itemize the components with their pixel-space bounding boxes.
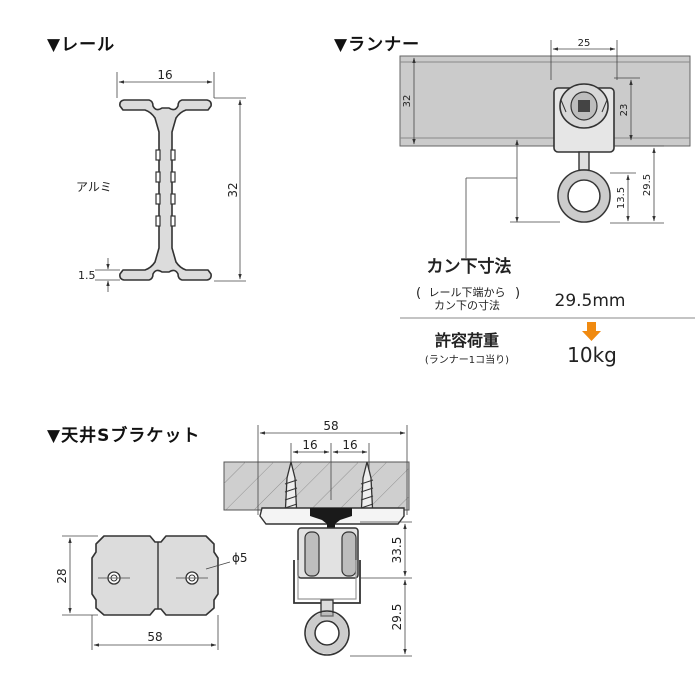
kan-note-line1: レール下端から: [429, 286, 506, 299]
rail-height-label: 32: [226, 182, 240, 197]
runner-section-title: ▼ランナー: [334, 35, 421, 55]
rail-profile: [119, 99, 212, 281]
plate-width-label: 58: [147, 630, 162, 644]
plate-height-label: 28: [55, 568, 69, 583]
bracket-screw-left-label: 16: [302, 438, 317, 452]
runner-rail-height-label: 32: [402, 95, 413, 108]
load-note: (ランナー1コ当り): [425, 353, 509, 366]
bracket-top-drawing: ϕ5 28 58: [55, 535, 248, 650]
svg-text:): ): [515, 286, 520, 301]
load-value: 10kg: [567, 343, 617, 367]
bracket-side-drawing: 58 16 16: [223, 419, 412, 657]
runner-wheel-height-label: 23: [619, 104, 630, 117]
rail-drawing: 16 32 アルミ 1.5: [76, 68, 246, 292]
bracket-height-upper-label: 33.5: [390, 537, 404, 564]
runner-drawing: 32 25 23 2: [399, 38, 695, 367]
kan-value: 29.5mm: [555, 291, 626, 311]
bracket-height-lower-label: 29.5: [390, 604, 404, 631]
kan-title: カン下寸法: [427, 256, 512, 277]
rail-material-label: アルミ: [76, 180, 112, 194]
bracket-section-title: ▼天井Sブラケット: [47, 426, 201, 446]
kan-note-line2: カン下の寸法: [434, 298, 500, 312]
load-arrow-icon: [582, 322, 601, 341]
bracket-plate-top: [91, 535, 219, 616]
hole-dia-label: ϕ5: [232, 551, 248, 565]
runner-width-label: 25: [578, 38, 591, 49]
runner-rail-body: [399, 55, 691, 147]
bracket-total-width-label: 58: [323, 419, 338, 433]
runner-ring-size-label: 13.5: [616, 187, 627, 209]
rail-section-title: ▼レール: [47, 35, 116, 55]
runner-drop-label: 29.5: [642, 174, 653, 196]
bracket-screw-right-label: 16: [342, 438, 357, 452]
rail-width-label: 16: [157, 68, 172, 82]
runner-ring: [557, 169, 611, 223]
load-title: 許容荷重: [435, 331, 499, 350]
svg-text:(: (: [416, 286, 421, 301]
bracket-ring: [304, 610, 350, 656]
rail-flange-label: 1.5: [78, 269, 96, 282]
